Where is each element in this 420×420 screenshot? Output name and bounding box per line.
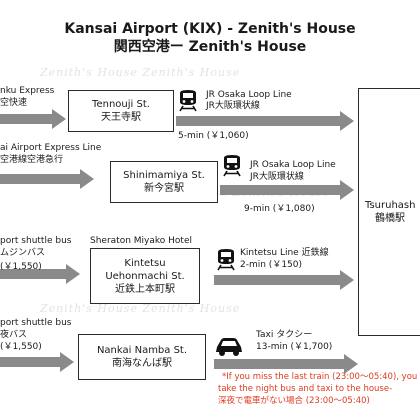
station-namba: Nankai Namba St. 南海なんば駅 xyxy=(78,334,206,380)
line-label: Kintetsu Line 近鉄線 xyxy=(240,248,329,258)
train-icon xyxy=(214,247,238,275)
line-label-jp: JR大阪環状線 xyxy=(206,101,260,111)
leg-time: 13-min (￥1,700) xyxy=(256,342,333,352)
night-note: 深夜で電車がない場合 (23:00～05:40) xyxy=(218,396,370,406)
leg-arrow xyxy=(214,354,358,374)
line-label-jp: JR大阪環状線 xyxy=(250,172,304,182)
station-shinimamiya: Shinimamiya St. 新今宮駅 xyxy=(110,161,218,203)
station-name-en: Shinimamiya St. xyxy=(123,170,205,181)
route-arrow xyxy=(0,109,66,129)
route-arrow xyxy=(0,169,94,189)
station-name-jp: 鶴橋駅 xyxy=(375,213,405,224)
line-label-en: JR Osaka Loop Line xyxy=(206,90,292,100)
station-name-en: Tennouji St. xyxy=(92,99,150,110)
route-label-jp: ムジンバス xyxy=(0,248,46,258)
station-name-jp: 天王寺駅 xyxy=(101,112,141,123)
station-name-jp: 南海なんば駅 xyxy=(112,358,172,369)
station-name-en: Nankai Namba St. xyxy=(96,345,188,356)
station-name-en: Uehonmachi St. xyxy=(105,270,185,282)
route-label-jp: 空港線空港急行 xyxy=(0,155,64,165)
watermark: Zenith's House Zenith's House xyxy=(40,302,241,315)
station-tennouji: Tennouji St. 天王寺駅 xyxy=(68,90,174,132)
station-name-jp: 新今宮駅 xyxy=(144,183,184,194)
leg-arrow xyxy=(176,111,354,131)
route-label-en: ai Airport Express Line xyxy=(0,143,102,153)
route-label-en: nku Express xyxy=(0,86,55,96)
route-fare: (￥1,550) xyxy=(0,342,42,352)
taxi-icon xyxy=(214,335,244,361)
leg-time: 5-min (￥1,060) xyxy=(178,131,249,141)
night-note: take the night bus and taxi to the house… xyxy=(218,384,393,394)
line-label: Taxi タクシー xyxy=(256,330,313,340)
route-label-jp: 空快速 xyxy=(0,98,28,108)
station-name-en: Tsuruhash xyxy=(365,200,416,211)
route-arrow xyxy=(0,264,80,284)
line-label-en: JR Osaka Loop Line xyxy=(250,160,336,170)
leg-time: 2-min (￥150) xyxy=(240,260,303,270)
route-label-en: port shuttle bus xyxy=(0,318,72,328)
hotel-label: Sheraton Miyako Hotel xyxy=(90,236,192,246)
night-note: *If you miss the last train (23:00～05:40… xyxy=(222,372,418,382)
station-name-en: Kintetsu xyxy=(124,257,166,269)
station-tsuruhashi: Tsuruhash 鶴橋駅 xyxy=(358,88,420,336)
train-icon xyxy=(220,153,244,181)
page-subtitle: 関西空港ー Zenith's House xyxy=(113,39,307,55)
route-fare: (￥1,550) xyxy=(0,262,42,272)
route-arrow xyxy=(0,352,74,372)
watermark: Zenith's House Zenith's House xyxy=(40,66,241,79)
station-name-jp: 近鉄上本町駅 xyxy=(115,283,175,295)
leg-time: 9-min (￥1,080) xyxy=(244,204,315,214)
leg-arrow xyxy=(214,270,354,290)
route-label-jp: 夜バス xyxy=(0,330,28,340)
train-icon xyxy=(176,88,200,116)
leg-arrow xyxy=(220,180,354,200)
route-label-en: port shuttle bus xyxy=(0,236,72,246)
station-uehonmachi: Kintetsu Uehonmachi St. 近鉄上本町駅 xyxy=(90,248,200,304)
page-title: Kansai Airport (KIX) - Zenith's House xyxy=(64,21,356,37)
